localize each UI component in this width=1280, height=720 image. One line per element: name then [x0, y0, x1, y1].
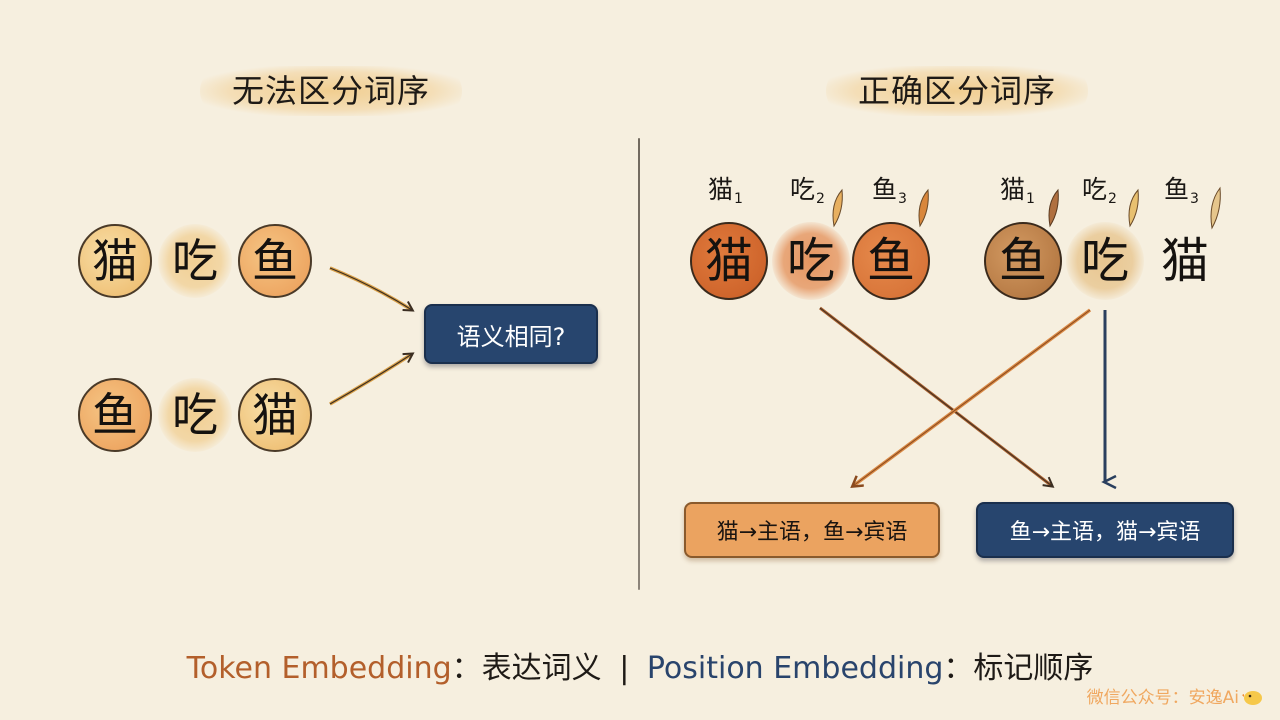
right-title: 正确区分词序 [826, 66, 1088, 116]
token-left-row2-1: 鱼 [78, 378, 152, 452]
arrow-row1-to-question [329, 266, 412, 310]
position-label-g1-2: 吃2 [790, 175, 825, 208]
token-left-row2-3: 猫 [238, 378, 312, 452]
token-embedding-desc: ：表达词义 [451, 651, 602, 686]
feather-icon [1128, 188, 1139, 228]
watermark: 微信公众号：安逸Ai [1087, 683, 1264, 708]
token-left-row1-3: 鱼 [238, 224, 312, 298]
token-left-row1-2: 吃 [158, 224, 232, 298]
token-right-g2-1: 鱼 [984, 222, 1062, 300]
token-left-row1-1: 猫 [78, 224, 152, 298]
footer-separator: | [619, 651, 630, 686]
panel-divider [638, 138, 640, 590]
position-label-g2-2: 吃2 [1082, 175, 1117, 208]
token-right-g2-3: 猫 [1160, 233, 1209, 289]
position-label-g2-1: 猫1 [1000, 175, 1035, 208]
result-box-1: 猫→主语，鱼→宾语 [684, 502, 940, 558]
position-label-g2-3: 鱼3 [1164, 175, 1199, 208]
token-right-g1-2: 吃 [772, 222, 850, 300]
token-right-g1-1: 猫 [690, 222, 768, 300]
token-right-g1-3: 鱼 [852, 222, 930, 300]
feather-icon [832, 188, 843, 228]
result-box-2: 鱼→主语，猫→宾语 [976, 502, 1234, 558]
position-embedding-term: Position Embedding [646, 651, 944, 686]
left-title: 无法区分词序 [200, 66, 462, 116]
position-label-g1-3: 鱼3 [872, 175, 907, 208]
token-left-row2-2: 吃 [158, 378, 232, 452]
feather-icon [918, 188, 929, 228]
token-embedding-term: Token Embedding [186, 651, 452, 686]
position-embedding-desc: ：标记顺序 [943, 651, 1094, 686]
feather-icon [1048, 188, 1059, 228]
token-right-g2-2: 吃 [1066, 222, 1144, 300]
watermark-text: 微信公众号：安逸Ai [1086, 688, 1239, 708]
feather-icon [1210, 186, 1221, 230]
position-label-g1-1: 猫1 [708, 175, 743, 208]
question-box: 语义相同? [424, 304, 598, 364]
chick-icon [1242, 690, 1262, 705]
footer-legend: Token Embedding：表达词义 | Position Embeddin… [0, 646, 1280, 692]
